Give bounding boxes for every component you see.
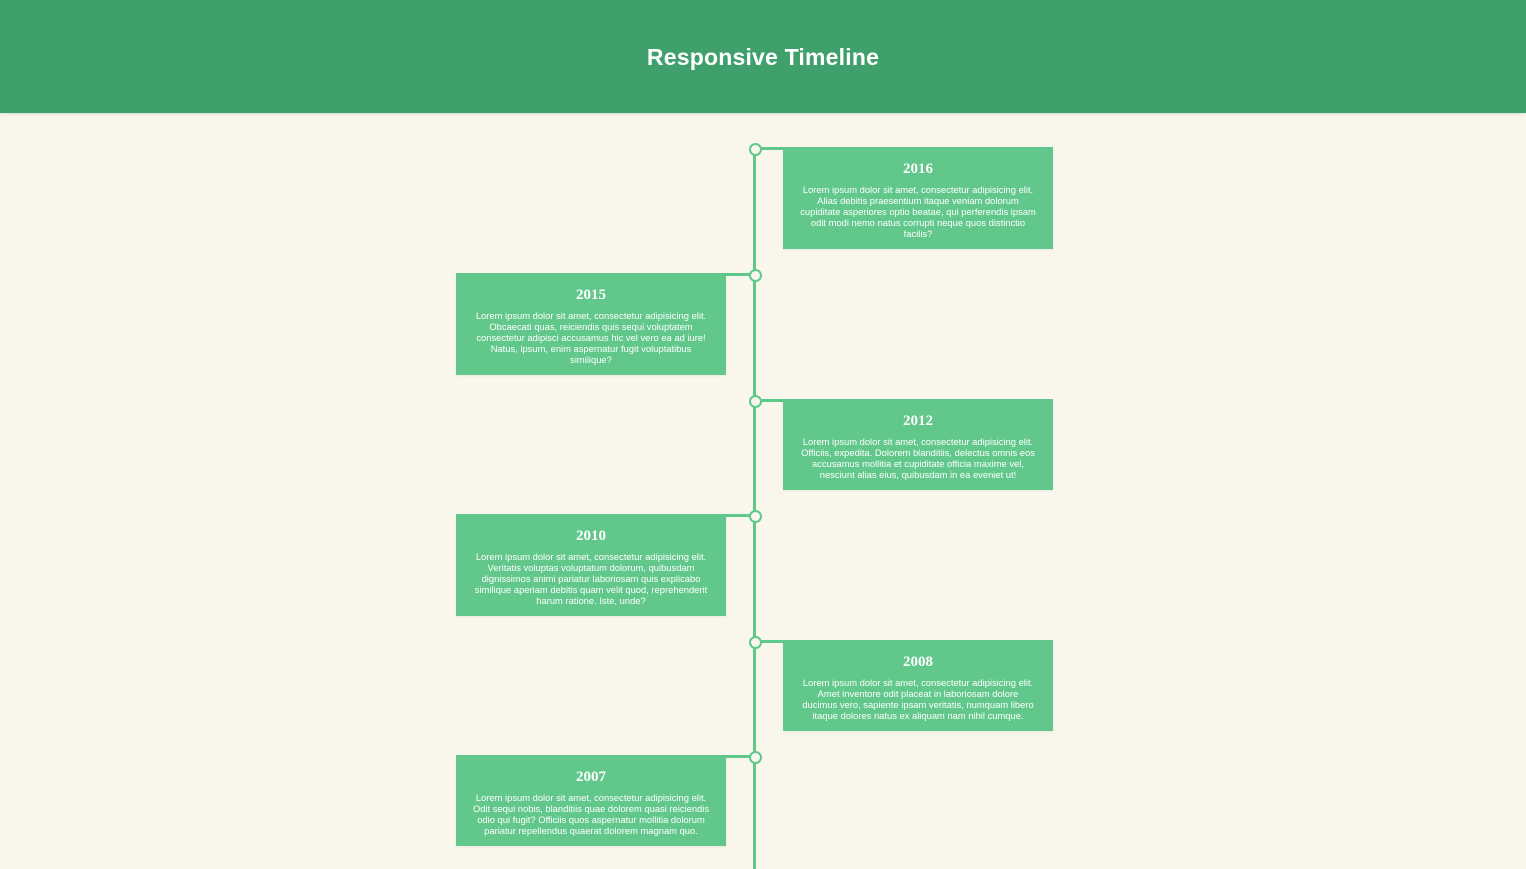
timeline-year: 2010: [576, 528, 606, 544]
timeline-card-2012: 2012 Lorem ipsum dolor sit amet, consect…: [783, 399, 1053, 490]
timeline-dot: [748, 509, 762, 523]
timeline-line: [753, 149, 756, 869]
timeline-dot: [748, 635, 762, 649]
page-header: Responsive Timeline: [0, 0, 1526, 113]
timeline-connector: [756, 147, 783, 150]
timeline-year: 2007: [576, 769, 606, 785]
timeline-connector: [726, 273, 753, 276]
page-title: Responsive Timeline: [646, 44, 880, 70]
timeline-year: 2012: [903, 413, 933, 429]
timeline-card-2010: 2010 Lorem ipsum dolor sit amet, consect…: [456, 514, 726, 616]
timeline-card-2007: 2007 Lorem ipsum dolor sit amet, consect…: [456, 755, 726, 846]
timeline-year: 2015: [576, 287, 606, 303]
timeline-year: 2008: [903, 654, 933, 670]
timeline-dot: [748, 142, 762, 156]
timeline-text: Lorem ipsum dolor sit amet, consectetur …: [475, 310, 707, 365]
timeline-connector: [756, 640, 783, 643]
timeline-card-2016: 2016 Lorem ipsum dolor sit amet, consect…: [783, 147, 1053, 249]
timeline-text: Lorem ipsum dolor sit amet, consectetur …: [474, 551, 708, 606]
timeline-dot: [748, 750, 762, 764]
timeline-connector: [726, 514, 753, 517]
timeline-text: Lorem ipsum dolor sit amet, consectetur …: [472, 792, 710, 836]
timeline-dot: [748, 268, 762, 282]
timeline-dot: [748, 394, 762, 408]
timeline-text: Lorem ipsum dolor sit amet, consectetur …: [802, 677, 1034, 721]
timeline-year: 2016: [903, 161, 933, 177]
timeline-connector: [756, 399, 783, 402]
timeline-text: Lorem ipsum dolor sit amet, consectetur …: [801, 436, 1035, 480]
timeline-text: Lorem ipsum dolor sit amet, consectetur …: [800, 184, 1036, 239]
timeline-card-2015: 2015 Lorem ipsum dolor sit amet, consect…: [456, 273, 726, 375]
timeline-connector: [726, 755, 753, 758]
timeline-card-2008: 2008 Lorem ipsum dolor sit amet, consect…: [783, 640, 1053, 731]
